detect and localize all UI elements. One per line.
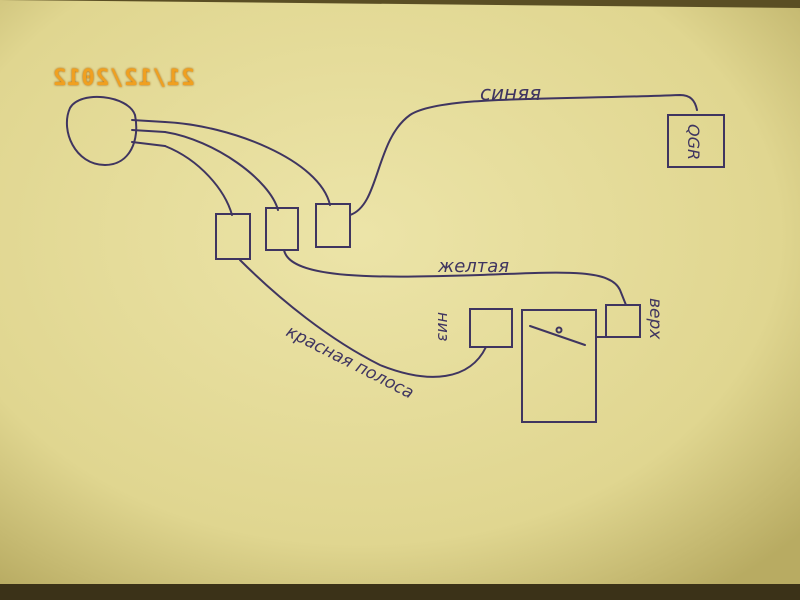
bottom-box <box>469 308 513 348</box>
yellow-wire <box>283 249 627 306</box>
wire-3 <box>164 145 233 216</box>
label-blue-wire: синяя <box>480 81 541 105</box>
connector-shape <box>65 95 138 167</box>
switch-box <box>521 309 597 423</box>
label-top: верх <box>645 298 665 340</box>
terminal-box-1 <box>215 213 251 260</box>
terminal-box-2 <box>265 207 299 251</box>
label-yellow-wire: желтая <box>437 256 509 277</box>
label-bottom: низ <box>434 312 453 341</box>
connector-pins <box>131 119 166 147</box>
qgr-box <box>667 114 725 168</box>
label-device: QGR <box>684 124 703 160</box>
switch-lever <box>529 325 586 346</box>
blue-wire <box>349 93 698 216</box>
wire-2 <box>164 131 279 211</box>
date-stamp: 21/12/2012 <box>52 66 195 91</box>
bottom-edge <box>0 584 800 600</box>
terminal-box-3 <box>315 203 351 248</box>
top-box <box>605 304 641 338</box>
switch-pivot <box>555 326 563 334</box>
wire-1 <box>164 121 331 206</box>
red-stripe-wire <box>239 259 487 378</box>
